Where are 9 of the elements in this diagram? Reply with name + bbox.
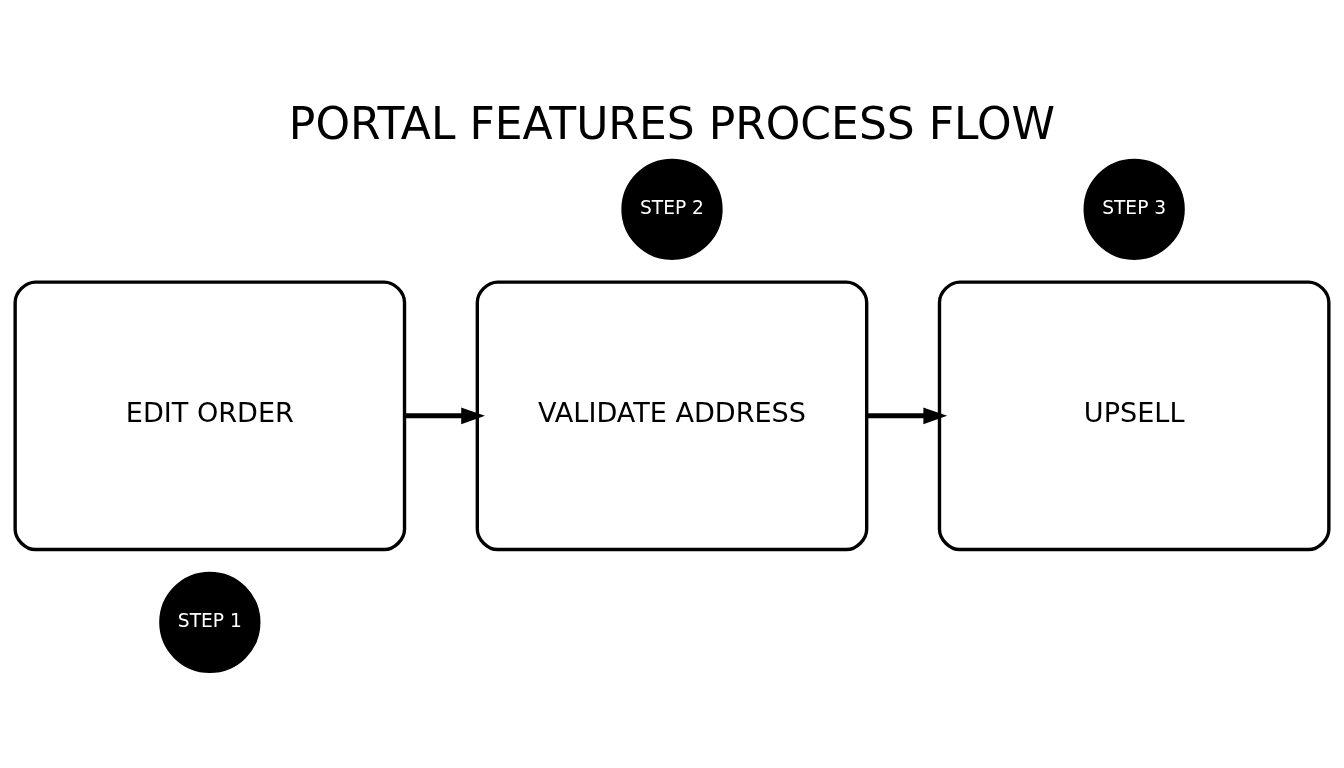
arrow — [404, 407, 485, 424]
node-box: EDIT ORDER — [13, 279, 407, 551]
node-box: VALIDATE ADDRESS — [475, 279, 869, 551]
node-circle: STEP 2 — [621, 158, 723, 260]
node-circle: STEP 1 — [159, 571, 261, 673]
node-circle: STEP 3 — [1083, 158, 1185, 260]
arrow — [866, 407, 948, 424]
node-box: UPSELL — [937, 279, 1331, 551]
diagram-title: PORTAL FEATURES PROCESS FLOW — [288, 97, 1056, 149]
